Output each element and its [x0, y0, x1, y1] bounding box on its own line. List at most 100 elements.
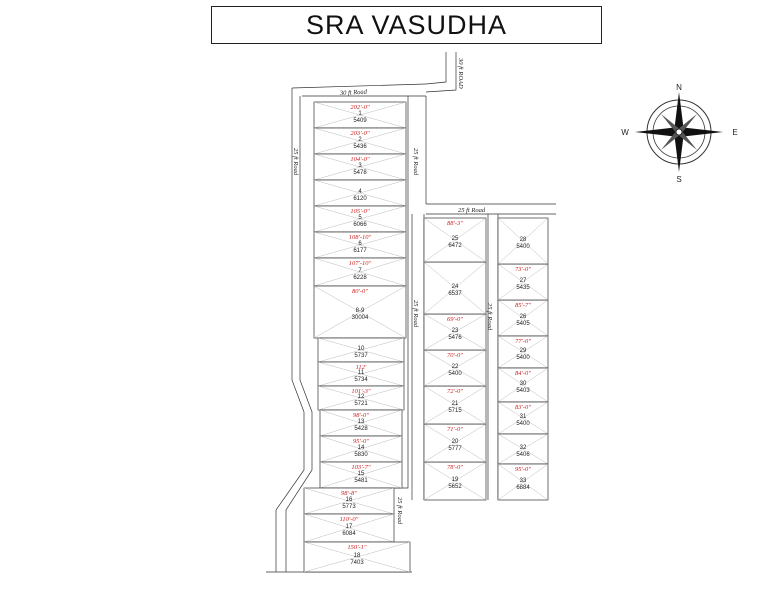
plot-number: 26 — [520, 314, 527, 320]
road-label-inner-1: 25 ft Road — [412, 148, 419, 176]
plot-number: 29 — [520, 348, 527, 354]
plot-dimension: 98'-0" — [353, 412, 369, 419]
plot-area: 5406 — [516, 452, 530, 458]
plot-number: 19 — [452, 477, 459, 483]
plot-diagonal — [497, 217, 549, 265]
plot-area: 30004 — [352, 315, 369, 321]
plot-diagonal — [423, 261, 487, 315]
left-road-outer — [275, 88, 305, 572]
plot-area: 5400 — [516, 421, 530, 427]
plot-diagonal — [423, 385, 487, 425]
plot-dimension: 88'-3" — [447, 220, 463, 227]
plot-dimension: 103'-7" — [351, 464, 371, 471]
plot-number: 32 — [520, 445, 527, 451]
plot-number: 5 — [358, 215, 362, 221]
plot-dimension: 110'-0" — [340, 516, 359, 523]
plot-dimension: 98'-8" — [341, 490, 357, 497]
plot-dimension: 107'-10" — [349, 260, 372, 267]
plot-number: 4 — [358, 189, 362, 195]
plot-area: 5715 — [448, 408, 462, 414]
plot-area: 5435 — [516, 285, 530, 291]
plot-number: 7 — [358, 268, 362, 274]
plot-area: 5830 — [354, 452, 368, 458]
plot-number: 24 — [452, 284, 459, 290]
plot-diagonal — [319, 435, 403, 463]
plot-number: 3 — [358, 163, 362, 169]
plot-number: 13 — [358, 419, 365, 425]
compass-s: S — [676, 175, 681, 184]
plot-dimension: 69'-0" — [447, 316, 463, 323]
plot-diagonal — [313, 127, 407, 155]
plot-dimension: 202'-0" — [350, 104, 370, 111]
plot-dimension: 112' — [356, 364, 367, 371]
plot-dimension: 95'-0" — [353, 438, 369, 445]
plot-dimension: 70'-0" — [447, 352, 463, 359]
road-label-inner-4: 25 ft Road — [396, 497, 403, 525]
plot-number: 31 — [520, 414, 527, 420]
plot-number: 8-9 — [356, 308, 365, 314]
plot-area: 5481 — [354, 478, 368, 484]
road-label-mid: 25 ft Road — [458, 207, 486, 214]
plot-diagonal — [303, 513, 395, 543]
plot-dimension: 80'-0" — [352, 288, 368, 295]
compass-w: W — [621, 128, 629, 137]
road-label-inner-3: 25 ft Road — [486, 303, 493, 331]
plot-diagonal — [497, 463, 549, 501]
plot-diagonal — [497, 367, 549, 403]
plot-dimension: 101'-3" — [351, 388, 371, 395]
plot-area: 5400 — [516, 355, 530, 361]
plot-area: 5652 — [448, 484, 462, 490]
plot-area: 5405 — [516, 321, 530, 327]
plot-area: 6066 — [353, 222, 367, 228]
plot-diagonal — [497, 263, 549, 301]
plot-number: 1 — [358, 111, 362, 117]
plot-diagonal — [423, 349, 487, 387]
plot-area: 5476 — [448, 335, 462, 341]
plot-diagonal — [317, 361, 405, 387]
plot-number: 22 — [452, 364, 459, 370]
plot-number: 11 — [358, 370, 365, 376]
compass-n: N — [676, 83, 682, 92]
plot-diagonal — [497, 299, 549, 337]
plot-number: 33 — [520, 478, 527, 484]
plot-number: 23 — [452, 328, 459, 334]
plot-number: 6 — [358, 241, 362, 247]
plot-diagonal — [423, 217, 487, 263]
plot-diagonal — [423, 461, 487, 501]
entry-road-right-edge — [425, 52, 457, 93]
plot-number: 30 — [520, 381, 527, 387]
plot-area: 6537 — [448, 291, 462, 297]
